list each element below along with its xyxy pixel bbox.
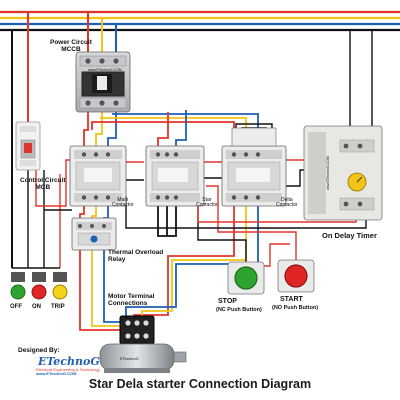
start-sublabel: (NO Push Button) xyxy=(272,305,319,311)
star-contactor-label: Star Contactor xyxy=(196,197,218,209)
start-label: START xyxy=(280,296,303,303)
start-button-icon xyxy=(284,264,308,288)
mcb-label: Control Circuit MCB xyxy=(20,177,66,191)
lamp-trip-label: TRIP xyxy=(51,304,65,310)
mccb-watermark: www.ETechnoG.COM xyxy=(88,68,122,72)
mccb xyxy=(75,51,131,113)
lamp-on-label: ON xyxy=(32,304,41,310)
diagram-title: Star Dela starter Connection Diagram xyxy=(88,377,312,391)
brand-logo: ETechnoG xyxy=(38,355,100,368)
terminal-u2: U2 xyxy=(133,315,139,320)
terminal-u1: U1 xyxy=(124,339,130,344)
motor-watermark: ETechnoG xyxy=(120,356,139,361)
timer-label: On Delay Timer xyxy=(322,231,377,240)
timer-watermark: www.ETechnoG.COM xyxy=(326,156,330,190)
motor-terminal-label: Motor Terminal Connections xyxy=(108,293,155,307)
star-contactor xyxy=(145,145,205,207)
lamp-off-icon xyxy=(10,284,26,300)
lamp-trip-icon xyxy=(52,284,68,300)
supply-bus xyxy=(0,10,400,32)
lamp-on-icon xyxy=(31,284,47,300)
brand-tagline: Electrical Engineering & Technology xyxy=(36,367,100,372)
stop-label: STOP xyxy=(218,298,237,305)
control-mcb xyxy=(15,121,41,171)
on-delay-timer xyxy=(303,125,383,221)
stop-sublabel: (NC Push Button) xyxy=(216,307,262,313)
terminal-w1: W1 xyxy=(142,339,149,344)
designed-by-label: Designed By: xyxy=(18,347,60,354)
thermal-overload-relay xyxy=(71,217,117,251)
push-buttons xyxy=(227,259,315,295)
delta-contactor xyxy=(221,127,287,207)
overload-relay-label: Thermal Overload Relay xyxy=(108,249,164,263)
indicator-lamps xyxy=(10,272,68,300)
brand-site: www.ETechnoG.COM xyxy=(36,371,77,376)
mccb-label: Power Circuit MCCB xyxy=(50,39,92,53)
terminal-v1: V1 xyxy=(133,339,139,344)
mccb-feeds xyxy=(11,12,117,268)
main-contactor-label: Main Contactor xyxy=(112,197,134,209)
delta-contactor-label: Delta Contactor xyxy=(276,197,298,209)
main-contactor xyxy=(69,145,127,207)
terminal-w2: W2 xyxy=(124,315,131,320)
terminal-v2: V2 xyxy=(142,315,148,320)
motor xyxy=(99,315,187,373)
stop-button-icon xyxy=(234,266,258,290)
lamp-off-label: OFF xyxy=(10,304,22,310)
control-wiring xyxy=(12,30,373,269)
